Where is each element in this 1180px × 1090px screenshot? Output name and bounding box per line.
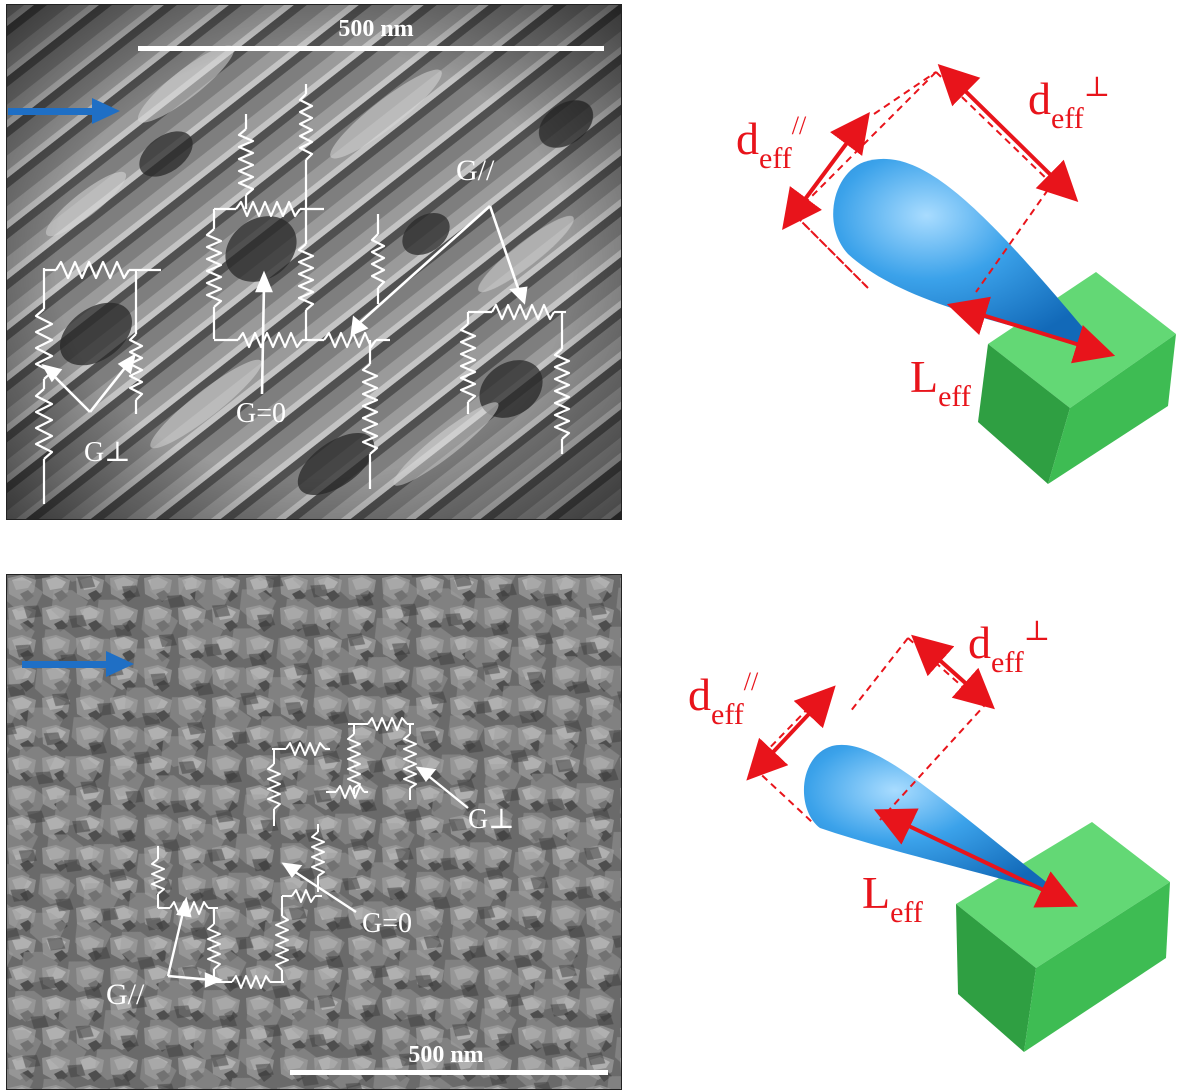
- label-g-zero: G=0: [362, 908, 412, 939]
- water-droplet: [803, 744, 1064, 896]
- scale-bar-label: 500 nm: [408, 1042, 483, 1068]
- label-d-eff-parallel: deff//: [688, 667, 759, 731]
- annotation-arrows: [41, 205, 528, 413]
- droplet-schematic-bottom: deff// deff⊥ Leff: [672, 596, 1180, 1058]
- scale-bar: [138, 46, 604, 51]
- label-l-eff: Leff: [862, 867, 923, 929]
- scale-bar: [290, 1070, 608, 1075]
- right-arrow-icon: [22, 651, 134, 677]
- droplet-schematic-top: deff// deff⊥ Leff: [724, 48, 1180, 494]
- dimension-arrows: [746, 634, 1079, 908]
- spring-resistor-icon: [34, 84, 571, 504]
- label-l-eff: Leff: [910, 351, 971, 413]
- sem-image-top: 500 nm: [6, 4, 622, 520]
- right-arrow-icon: [8, 98, 120, 124]
- label-g-zero: G=0: [236, 398, 286, 429]
- label-g-parallel: G//: [106, 978, 145, 1011]
- scale-bar-label: 500 nm: [338, 16, 413, 42]
- water-droplet: [833, 158, 1100, 348]
- label-d-eff-perp: deff⊥: [1028, 72, 1110, 135]
- label-g-parallel: G//: [456, 154, 495, 187]
- spring-resistor-icon: [151, 717, 417, 989]
- label-d-eff-parallel: deff//: [736, 111, 807, 175]
- label-g-perp: G⊥: [84, 437, 131, 468]
- label-d-eff-perp: deff⊥: [968, 616, 1050, 679]
- annotation-arrows: [166, 766, 469, 988]
- sem-image-bottom: G⊥ G=0 G// 500 nm: [6, 574, 622, 1090]
- label-g-perp: G⊥: [468, 804, 515, 835]
- dimension-arrows: [782, 63, 1116, 364]
